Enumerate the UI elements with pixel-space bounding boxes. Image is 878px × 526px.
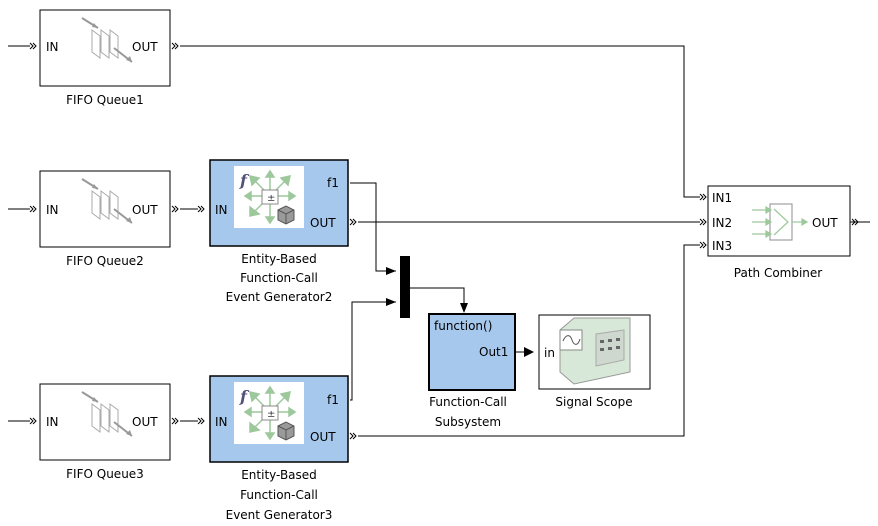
in-port-label: IN [46, 40, 59, 54]
f1-port-label: f1 [327, 176, 339, 190]
block-caption-line-1: Entity-Based [241, 252, 317, 266]
event-generator-3[interactable]: IN f1 OUT Entity-Based Function-Call Eve… [197, 375, 357, 522]
block-caption-line-1: Function-Call [429, 395, 507, 409]
mux-block[interactable] [400, 256, 410, 318]
output-port-icon [171, 42, 179, 50]
function-call-generator-icon [233, 165, 305, 229]
event-generator-2[interactable]: IN f1 OUT Entity-Based Function-Call Eve… [197, 159, 357, 304]
in-port-label: IN [215, 415, 228, 429]
out-port-label: OUT [132, 415, 158, 429]
out-port-label: OUT [812, 216, 838, 230]
output-port-icon [171, 417, 179, 425]
block-caption-line-3: Event Generator2 [226, 290, 333, 304]
fifo-queue-1[interactable]: IN OUT FIFO Queue1 [29, 9, 179, 107]
out-port-label: OUT [132, 203, 158, 217]
input-port-icon [699, 241, 707, 249]
block-caption-line-3: Event Generator3 [226, 508, 333, 522]
output-port-icon [349, 432, 357, 440]
path-combiner[interactable]: IN1 IN2 IN3 OUT Path Combiner [699, 185, 859, 280]
out-port-label: OUT [132, 40, 158, 54]
signal-scope[interactable]: in Signal Scope [538, 314, 651, 409]
out-port-label: OUT [310, 430, 336, 444]
input-port-icon [29, 205, 37, 213]
in2-port-label: IN2 [712, 216, 732, 230]
function-trigger-label: function() [434, 319, 492, 333]
in-port-label: IN [215, 203, 228, 217]
scope-icon [559, 317, 631, 385]
in3-port-label: IN3 [712, 239, 732, 253]
input-port-icon [29, 417, 37, 425]
input-port-icon [699, 193, 707, 201]
function-call-subsystem[interactable]: function() Out1 Function-Call Subsystem [428, 313, 516, 429]
block-caption: FIFO Queue3 [66, 467, 144, 481]
block-caption-line-2: Subsystem [435, 415, 501, 429]
block-caption-line-2: Function-Call [240, 488, 318, 502]
input-port-icon [197, 205, 205, 213]
fifo-queue-2[interactable]: IN OUT FIFO Queue2 [29, 170, 179, 268]
function-call-generator-icon [233, 381, 305, 445]
f1-port-label: f1 [327, 393, 339, 407]
block-caption: FIFO Queue2 [66, 254, 144, 268]
output-port-icon [349, 218, 357, 226]
fifo-queue-3[interactable]: IN OUT FIFO Queue3 [29, 383, 179, 481]
combiner-icon [752, 203, 809, 241]
input-port-icon [29, 42, 37, 50]
wire-arrowheads [386, 267, 534, 357]
input-port-icon [197, 417, 205, 425]
out-port-label: Out1 [479, 345, 508, 359]
block-caption-line-2: Function-Call [240, 271, 318, 285]
in1-port-label: IN1 [712, 191, 732, 205]
block-caption: Signal Scope [555, 395, 632, 409]
in-port-label: IN [46, 415, 59, 429]
block-caption: FIFO Queue1 [66, 93, 144, 107]
block-caption: Path Combiner [734, 266, 823, 280]
out-port-label: OUT [310, 216, 336, 230]
signal-wires [8, 45, 870, 437]
in-port-label: in [544, 346, 555, 360]
in-port-label: IN [46, 203, 59, 217]
input-port-icon [699, 218, 707, 226]
block-caption-line-1: Entity-Based [241, 468, 317, 482]
output-port-icon [171, 205, 179, 213]
